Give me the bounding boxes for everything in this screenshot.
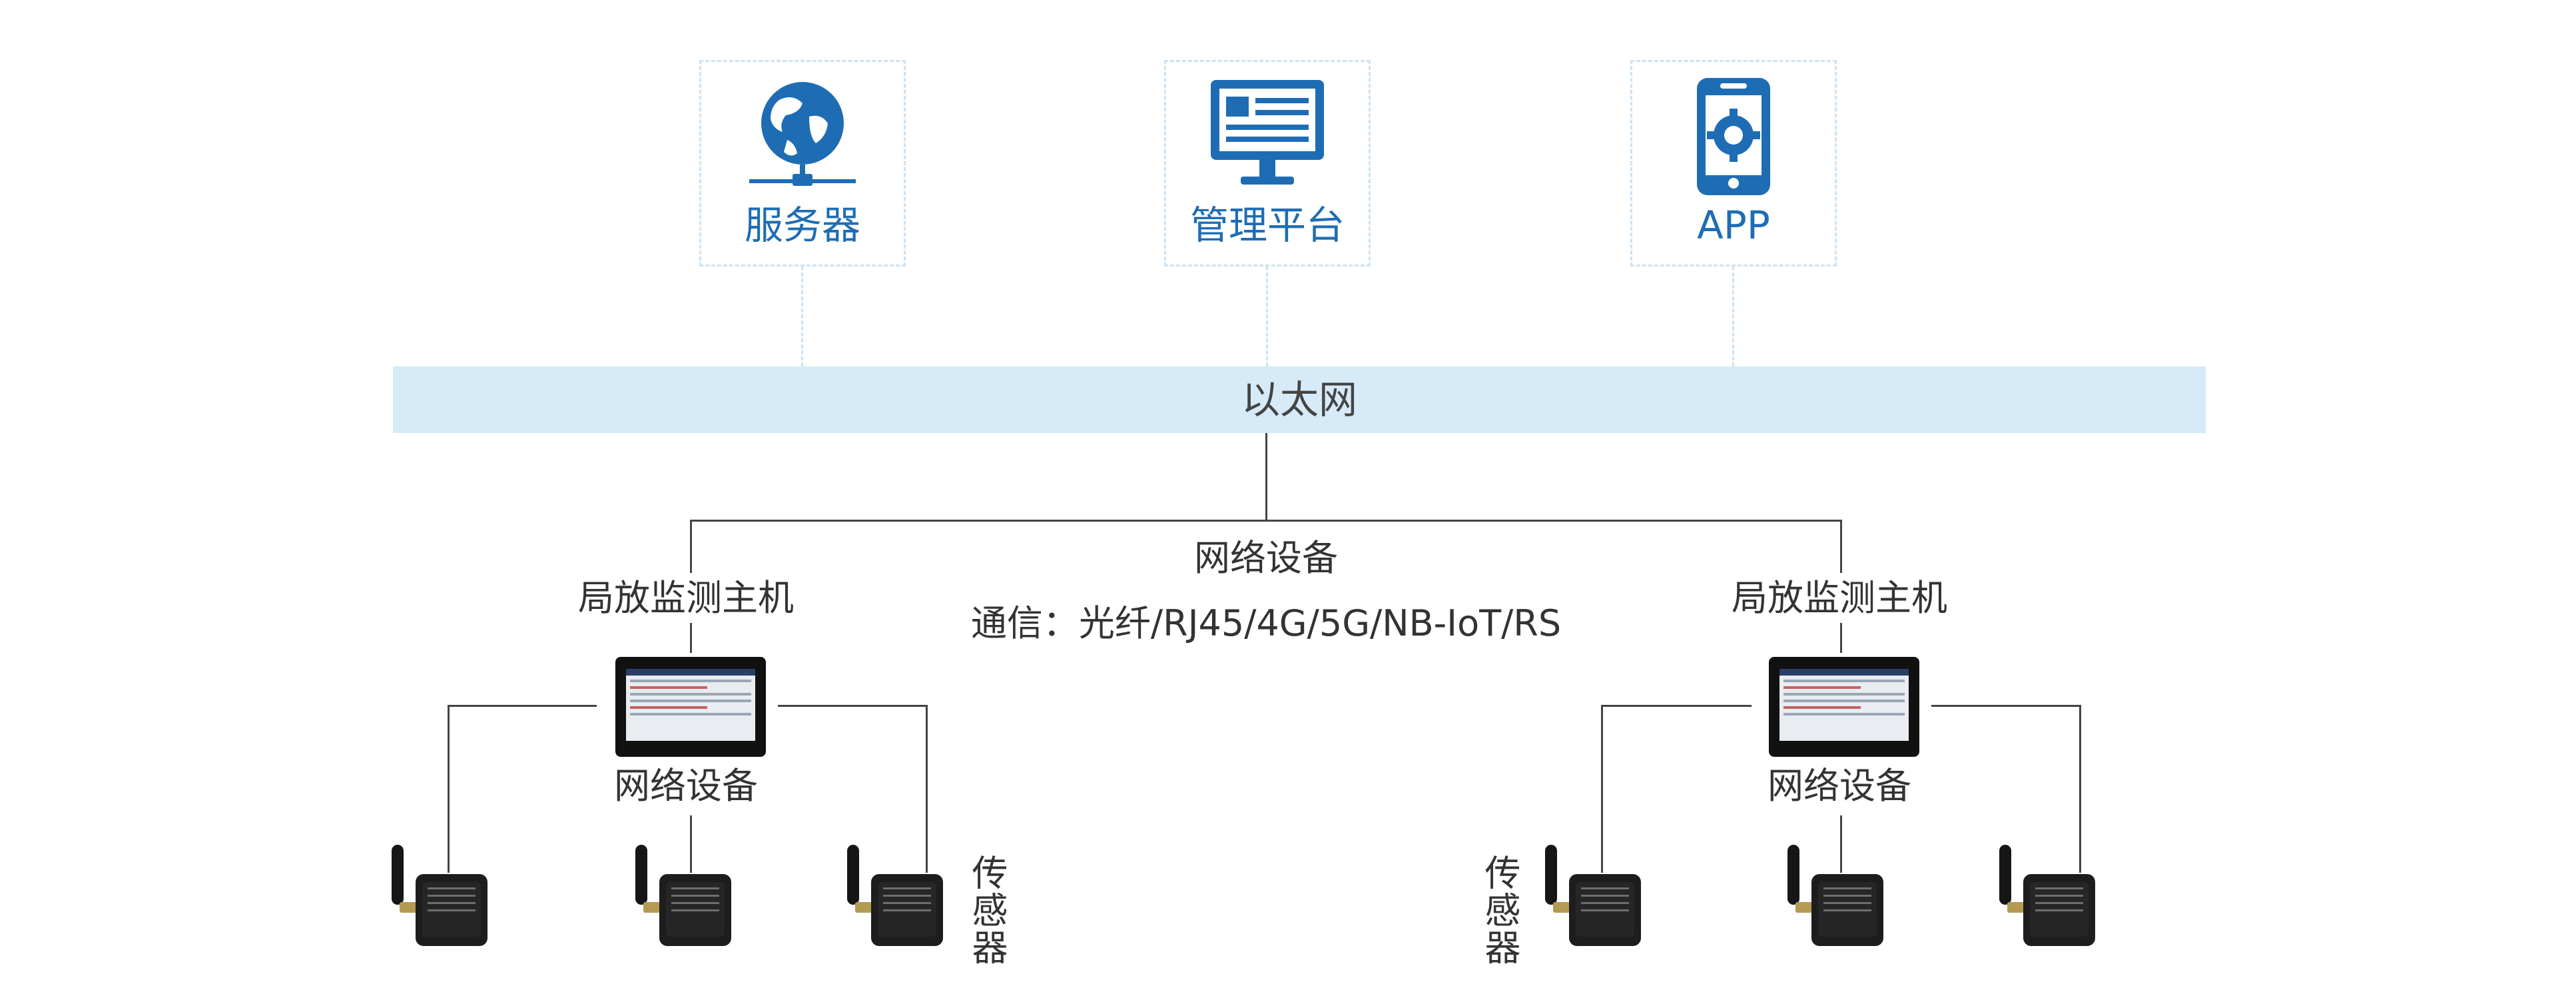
sensor-wire	[778, 705, 927, 707]
sensor-device	[1997, 845, 2095, 946]
network-device-label: 网络设备	[1194, 537, 1338, 579]
branch-horizontal-line	[690, 520, 1842, 522]
sensor-device	[389, 845, 487, 946]
sensor-label-text: 传感器	[966, 854, 1008, 966]
sensor-label-text: 传感器	[1478, 854, 1520, 966]
sensor-label-right: 传感器	[1478, 854, 1520, 966]
platform-connector	[1266, 266, 1268, 366]
host-right-drop	[1840, 623, 1842, 653]
host-label-right: 局放监测主机	[1732, 577, 1947, 619]
host-monitor-left	[615, 657, 766, 757]
host-label-left: 局放监测主机	[578, 577, 794, 619]
sensor-wire	[2079, 705, 2081, 873]
ethernet-bus: 以太网	[393, 366, 2206, 433]
monitor-icon	[1211, 80, 1324, 185]
host-screen-left	[626, 669, 755, 741]
bus-drop-line	[1265, 433, 1267, 520]
sensor-wire	[448, 705, 597, 707]
app-node: APP	[1630, 60, 1837, 266]
branch-right-drop	[1840, 520, 1842, 573]
branch-left-drop	[690, 520, 692, 573]
sensor-wire	[1601, 705, 1603, 873]
sensor-wire	[926, 705, 928, 873]
sensor-device	[633, 845, 731, 946]
host-device-label-right: 网络设备	[1768, 765, 1911, 807]
sensor-wire	[1840, 815, 1842, 873]
sensor-device	[1785, 845, 1883, 946]
host-screen-right	[1779, 669, 1909, 741]
app-connector	[1732, 266, 1734, 366]
sensor-label-left: 传感器	[966, 854, 1008, 966]
phone-app-icon	[1697, 78, 1770, 195]
server-label: 服务器	[744, 203, 860, 248]
host-left-drop	[690, 623, 692, 653]
platform-node: 管理平台	[1164, 60, 1371, 266]
comm-label: 通信：光纤/RJ45/4G/5G/NB-IoT/RS	[970, 602, 1562, 644]
sensor-device	[844, 845, 943, 946]
ethernet-label: 以太网	[1241, 377, 1357, 422]
sensor-wire	[1601, 705, 1752, 707]
sensor-device	[1542, 845, 1641, 946]
server-connector	[801, 266, 803, 366]
sensor-wire	[1931, 705, 2081, 707]
host-device-label-left: 网络设备	[614, 765, 758, 807]
sensor-wire	[690, 815, 692, 873]
platform-label: 管理平台	[1189, 203, 1345, 248]
app-label: APP	[1697, 203, 1770, 248]
server-node: 服务器	[699, 60, 906, 266]
sensor-wire	[448, 705, 450, 873]
host-monitor-right	[1769, 657, 1919, 757]
globe-network-icon	[749, 82, 856, 186]
